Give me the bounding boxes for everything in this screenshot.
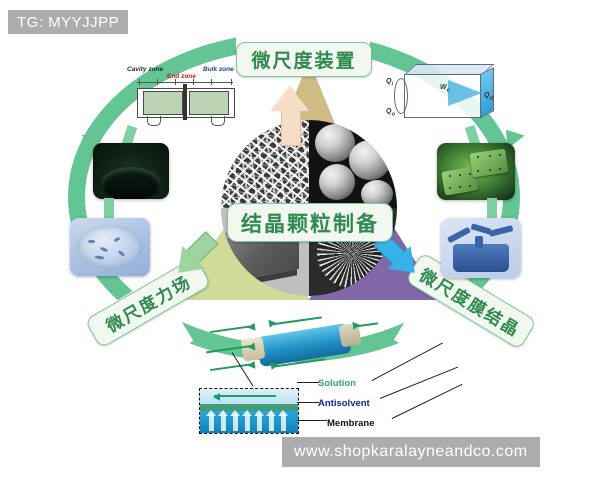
stage-label-device[interactable]: 微尺度装置 — [236, 42, 372, 77]
connector-stub-lower-right — [487, 198, 497, 222]
flow-cube-diagram: Qi Qo Qd Wc — [386, 62, 504, 132]
leader-line-solution — [297, 382, 319, 383]
leader-line-membrane — [297, 420, 327, 421]
stage-label-device-text: 微尺度装置 — [251, 51, 357, 72]
center-sem-circle — [221, 120, 397, 296]
photo-panel-blue-droplet[interactable] — [70, 218, 150, 276]
membrane-label-antisolvent: Antisolvent — [318, 398, 370, 409]
membrane-module-illustration — [206, 316, 379, 376]
schematic-label-bulk-zone: Bulk zone — [203, 66, 234, 73]
flow-label-qd: Qd — [484, 92, 494, 102]
flow-label-qo: Qo — [386, 108, 396, 118]
cavity-end-bulk-zone-diagram: Cavity zone End zone Bulk zone — [127, 66, 245, 128]
connector-stub-lower-left — [104, 198, 114, 222]
photo-panel-dark-reactor[interactable] — [93, 143, 169, 199]
leader-line-antisolvent — [297, 402, 319, 403]
photo-panel-blue-device[interactable] — [441, 218, 521, 278]
center-label-text: 结晶颗粒制备 — [241, 212, 379, 236]
flow-label-wc: Wc — [440, 84, 450, 94]
membrane-label-solution: Solution — [318, 378, 356, 389]
sem-quadrant-fibers — [221, 120, 309, 208]
watermark-top-left: TG: MYYJJPP — [8, 10, 129, 34]
sem-quadrant-spheres — [309, 120, 397, 208]
watermark-bottom-right: www.shopkaralayneandco.com — [282, 437, 540, 467]
flow-label-qi: Qi — [386, 78, 394, 88]
schematic-label-cavity-zone: Cavity zone — [127, 66, 164, 73]
center-label-crystal-prep[interactable]: 结晶颗粒制备 — [227, 203, 393, 242]
membrane-label-membrane: Membrane — [327, 418, 375, 429]
membrane-cross-section — [199, 388, 299, 434]
photo-panel-green-microchips[interactable] — [437, 143, 515, 200]
schematic-label-end-zone: End zone — [167, 73, 196, 80]
